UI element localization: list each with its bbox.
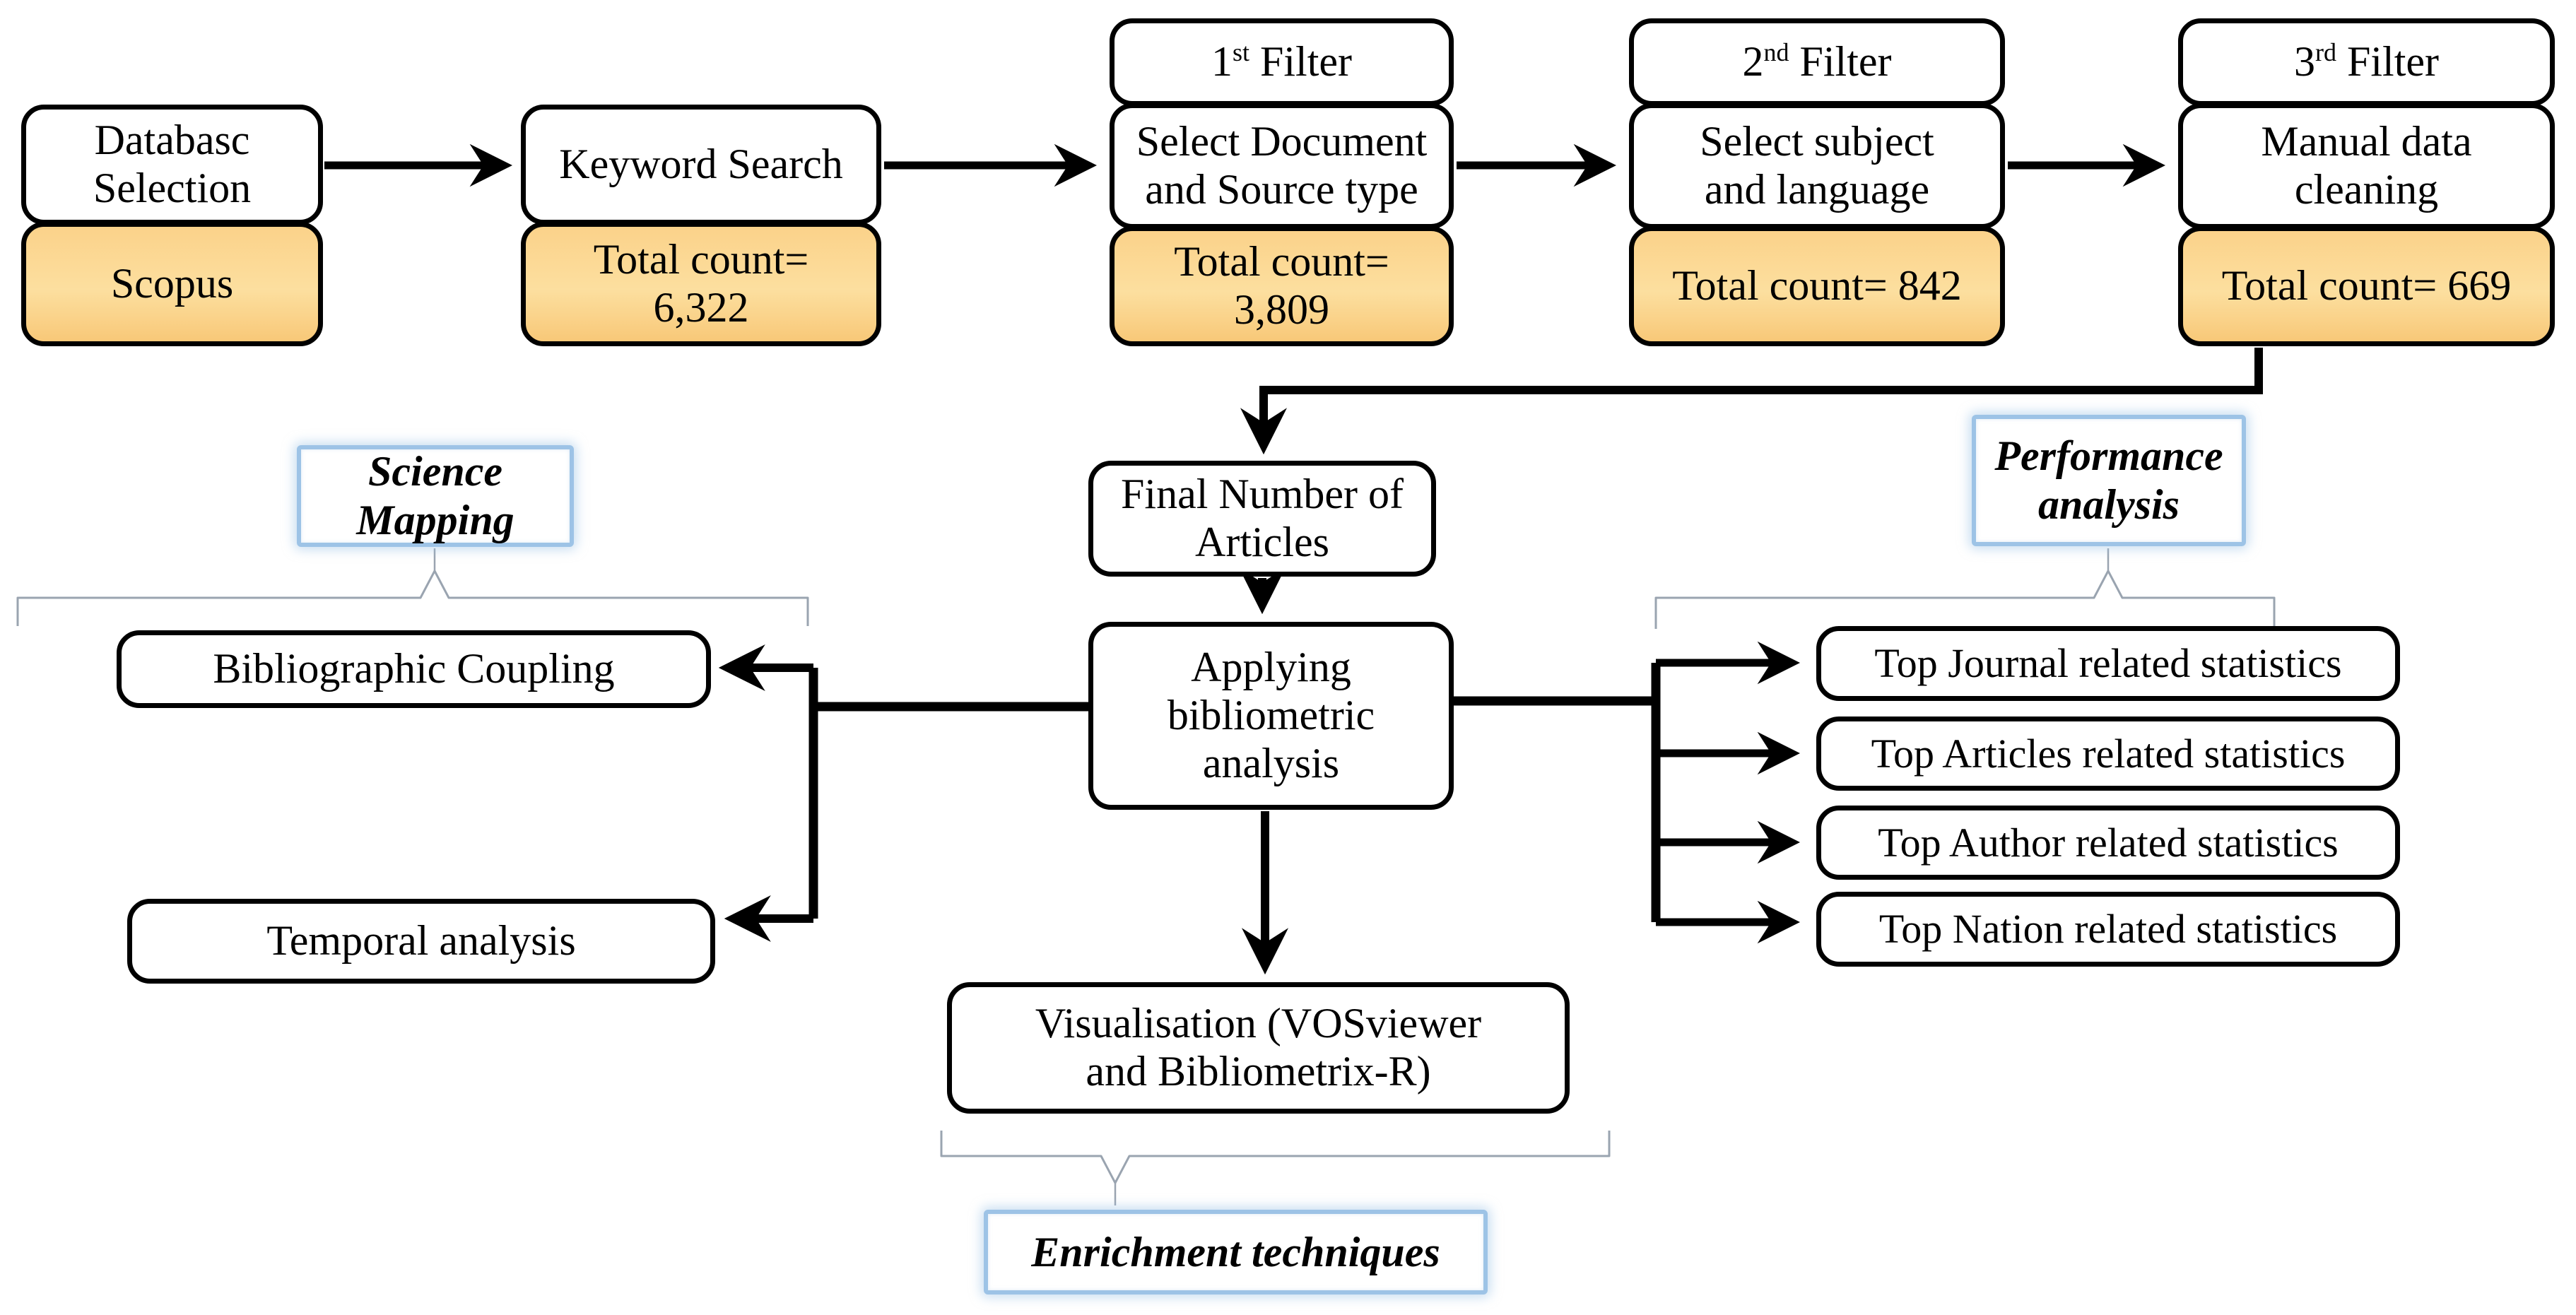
filter2-step-line2: and language	[1704, 166, 1930, 213]
applying-line2: bibliometric	[1167, 692, 1375, 739]
performance-analysis-label: Performance analysis	[1972, 415, 2246, 546]
filter3-header-box: 3rd Filter	[2178, 18, 2555, 106]
filter1-result-line2: 3,809	[1234, 286, 1329, 333]
top-articles-stats-text: Top Articles related statistics	[1871, 730, 2346, 777]
temporal-analysis-text: Temporal analysis	[266, 917, 576, 965]
enrichment-techniques-label: Enrichment techniques	[984, 1210, 1488, 1295]
science-mapping-line1: Science	[368, 448, 502, 495]
keyword-result-line2: 6,322	[653, 284, 749, 331]
visualisation-box: Visualisation (VOSviewer and Bibliometri…	[947, 982, 1570, 1114]
filter3-result-box: Total count= 669	[2178, 226, 2555, 346]
bibliographic-coupling-box: Bibliographic Coupling	[117, 630, 711, 708]
database-selection-box: Databasc Selection	[21, 105, 323, 225]
science-mapping-label: Science Mapping	[297, 445, 574, 547]
filter2-step-box: Select subject and language	[1629, 103, 2005, 229]
filter1-ordinal-suffix: st	[1232, 38, 1249, 67]
temporal-analysis-box: Temporal analysis	[127, 899, 715, 984]
top-nation-stats-text: Top Nation related statistics	[1878, 906, 2338, 953]
keyword-search-title: Keyword Search	[559, 141, 843, 188]
final-articles-line2: Articles	[1195, 519, 1329, 565]
database-result-box: Scopus	[21, 222, 323, 346]
filter1-step-box: Select Document and Source type	[1110, 103, 1454, 229]
filter1-step-line1: Select Document	[1136, 118, 1428, 165]
keyword-search-result-box: Total count= 6,322	[521, 222, 881, 346]
filter1-ordinal-rest: Filter	[1249, 38, 1352, 85]
database-title-line2: Selection	[93, 165, 252, 211]
top-journal-stats-box: Top Journal related statistics	[1816, 626, 2400, 701]
filter1-result-line1: Total count=	[1174, 238, 1389, 285]
bibliographic-coupling-text: Bibliographic Coupling	[213, 645, 615, 692]
filter3-ordinal-suffix: rd	[2315, 38, 2336, 67]
filter3-step-box: Manual data cleaning	[2178, 103, 2555, 229]
top-author-stats-box: Top Author related statistics	[1816, 806, 2400, 880]
filter2-ordinal-rest: Filter	[1789, 38, 1892, 85]
science-mapping-line2: Mapping	[356, 497, 514, 543]
filter3-header: 3rd Filter	[2294, 38, 2439, 86]
filter3-ordinal: 3	[2294, 38, 2315, 85]
filter2-ordinal: 2	[1742, 38, 1764, 85]
filter2-result: Total count= 842	[1672, 262, 1962, 309]
filter2-header: 2nd Filter	[1743, 38, 1892, 86]
filter1-header: 1st Filter	[1211, 38, 1352, 86]
filter2-step-line1: Select subject	[1700, 118, 1934, 165]
applying-line3: analysis	[1202, 739, 1340, 786]
filter3-step-line2: cleaning	[2294, 166, 2439, 213]
top-nation-stats-box: Top Nation related statistics	[1816, 892, 2400, 967]
filter2-header-box: 2nd Filter	[1629, 18, 2005, 106]
top-journal-stats-text: Top Journal related statistics	[1874, 640, 2342, 687]
database-result: Scopus	[110, 260, 234, 307]
filter1-step-line2: and Source type	[1145, 166, 1418, 213]
filter3-result: Total count= 669	[2221, 262, 2512, 309]
filter2-ordinal-suffix: nd	[1763, 38, 1789, 67]
performance-analysis-brace	[1654, 570, 2276, 629]
performance-analysis-line2: analysis	[2037, 481, 2180, 528]
enrichment-brace	[940, 1131, 1611, 1184]
visualisation-line2: and Bibliometrix-R)	[1086, 1048, 1431, 1095]
enrichment-techniques-text: Enrichment techniques	[1031, 1228, 1440, 1275]
arrow-filter3-to-final	[1240, 348, 2263, 455]
final-articles-line1: Final Number of	[1121, 471, 1404, 518]
filter1-ordinal: 1	[1211, 38, 1233, 85]
applying-line1: Applying	[1191, 644, 1351, 691]
filter3-ordinal-rest: Filter	[2336, 38, 2439, 85]
performance-analysis-line1: Performance	[1994, 432, 2223, 479]
applying-bibliometric-box: Applying bibliometric analysis	[1088, 622, 1454, 810]
filter1-result-box: Total count= 3,809	[1110, 226, 1454, 346]
database-title-line1: Databasc	[94, 117, 250, 164]
filter2-result-box: Total count= 842	[1629, 226, 2005, 346]
keyword-result-line1: Total count=	[593, 236, 809, 283]
top-author-stats-text: Top Author related statistics	[1878, 819, 2339, 866]
filter3-step-line1: Manual data	[2261, 118, 2472, 165]
top-articles-stats-box: Top Articles related statistics	[1816, 717, 2400, 791]
final-articles-box: Final Number of Articles	[1088, 461, 1436, 577]
science-mapping-brace	[16, 570, 809, 626]
visualisation-line1: Visualisation (VOSviewer	[1035, 1000, 1482, 1047]
filter1-header-box: 1st Filter	[1110, 18, 1454, 106]
keyword-search-box: Keyword Search	[521, 105, 881, 225]
